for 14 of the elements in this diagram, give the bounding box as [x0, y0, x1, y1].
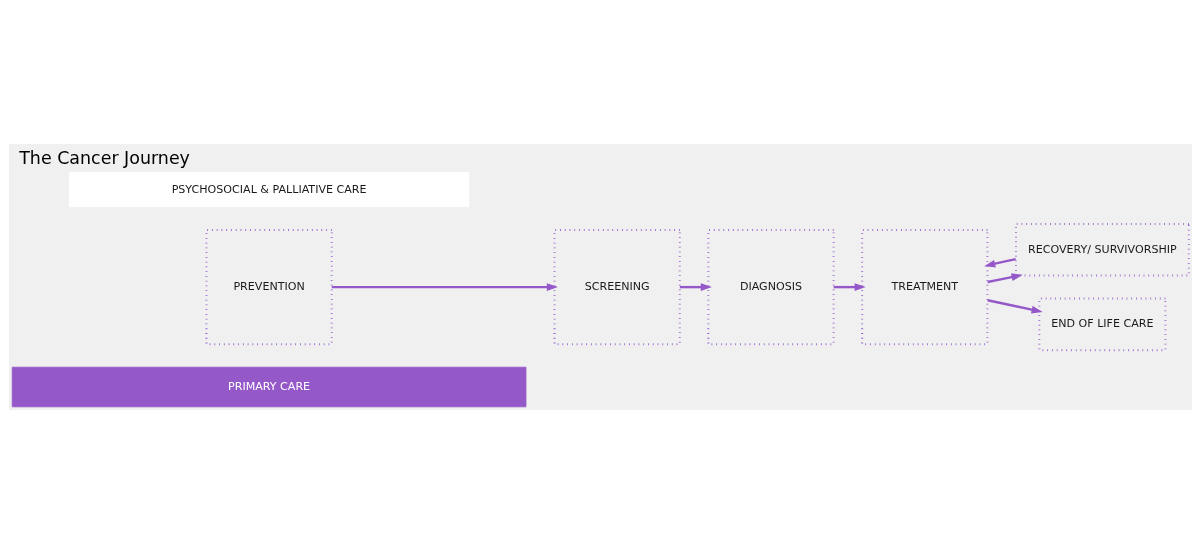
arrow	[987, 299, 1043, 314]
node-box: SCREENING	[553, 229, 681, 346]
node-box: END OF LIFE CARE	[1038, 297, 1167, 352]
node-box: TREATMENT	[861, 229, 989, 346]
node-box: PRIMARY CARE	[11, 366, 527, 408]
arrow	[984, 257, 1016, 268]
diagram-title: The Cancer Journey	[19, 148, 190, 169]
node-box: RECOVERY/ SURVIVORSHIP	[1014, 223, 1190, 277]
arrow	[987, 273, 1023, 284]
arrow	[679, 283, 712, 291]
node-box: DIAGNOSIS	[707, 229, 835, 346]
arrow	[833, 283, 866, 291]
node-box: PREVENTION	[205, 229, 333, 346]
arrow	[331, 283, 558, 291]
